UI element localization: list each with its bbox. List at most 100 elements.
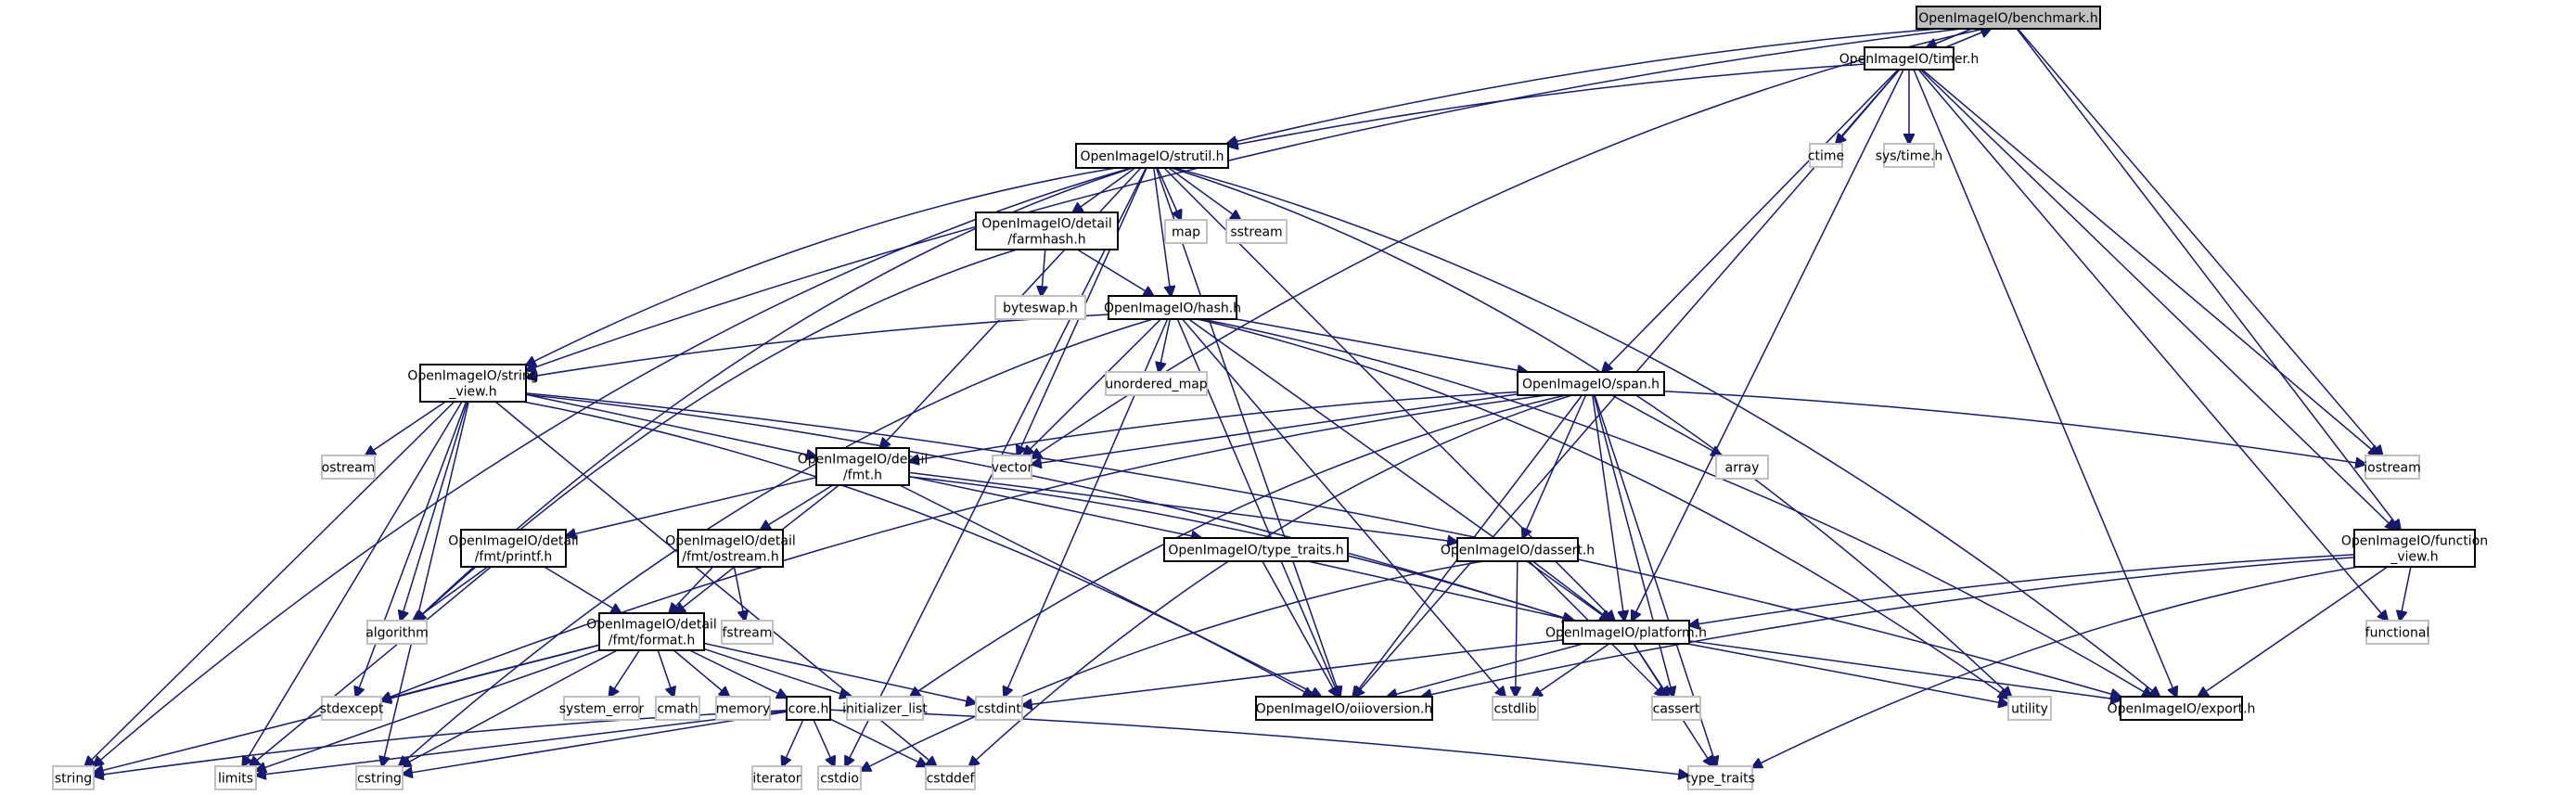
edge-benchmark-to-strutil <box>1227 28 1940 144</box>
node-box <box>846 696 924 721</box>
node-box[interactable] <box>975 212 1119 250</box>
node-box[interactable] <box>1075 143 1229 169</box>
node-label: ostream <box>322 461 376 476</box>
node-benchmark[interactable]: OpenImageIO/benchmark.h <box>1916 6 2101 30</box>
node-map: map <box>1164 219 1208 244</box>
edge-format-to-core <box>689 649 787 698</box>
edge-format-to-cstring <box>401 649 618 766</box>
edge-string_view-to-string <box>85 401 455 766</box>
node-type-traits-h[interactable]: OpenImageIO/type_traits.h <box>1163 537 1349 562</box>
edge-hash-to-platform <box>1188 318 1609 621</box>
edge-strutil-to-string <box>94 167 1132 766</box>
node-cstdio: cstdio <box>817 765 862 790</box>
node-span[interactable]: OpenImageIO/span.h <box>1517 371 1665 396</box>
edge-span-to-dassert <box>1523 394 1587 538</box>
edge-hash-to-oiioversion <box>1176 318 1339 697</box>
edge-timer-to-iostream <box>1921 69 2378 455</box>
node-dassert[interactable]: OpenImageIO/dassert.h <box>1441 537 1595 562</box>
edge-format-to-cstdint <box>703 642 976 703</box>
edge-strutil-to-hash <box>1153 167 1172 296</box>
node-box[interactable] <box>815 447 910 486</box>
node-limits: limits <box>214 765 257 790</box>
node-box <box>751 765 802 790</box>
node-box <box>1164 219 1208 244</box>
edge-hash-to-cstdlib <box>1182 318 1506 697</box>
node-system-error: system_error <box>559 696 644 721</box>
edge-core-to-type_traits <box>829 709 1688 776</box>
node-farmhash[interactable]: OpenImageIO/detail/farmhash.h <box>975 212 1119 250</box>
node-label: core.h <box>788 702 829 717</box>
node-string: string <box>52 765 95 790</box>
node-box[interactable] <box>1864 46 1954 71</box>
edge-string_view-to-limits <box>243 401 463 766</box>
node-printf[interactable]: OpenImageIO/detail/fmt/printf.h <box>448 529 579 568</box>
node-box[interactable] <box>598 612 705 651</box>
node-strutil[interactable]: OpenImageIO/strutil.h <box>1075 143 1229 169</box>
node-box[interactable] <box>1163 537 1349 562</box>
node-box <box>563 696 640 721</box>
node-label: unordered_map <box>1105 378 1207 392</box>
node-fmt-ostream[interactable]: OpenImageIO/detail/fmt/ostream.h <box>665 529 796 568</box>
node-box[interactable] <box>1562 620 1690 645</box>
node-fmt[interactable]: OpenImageIO/detail/fmt.h <box>798 447 928 486</box>
node-array: array <box>1715 455 1769 480</box>
node-label: OpenImageIO/hash.h <box>1104 301 1241 316</box>
node-timer[interactable]: OpenImageIO/timer.h <box>1839 46 1980 71</box>
edge-format-to-initializer_list <box>703 648 850 697</box>
node-box[interactable] <box>1255 696 1433 721</box>
node-label: array <box>1725 461 1760 476</box>
node-string-view[interactable]: OpenImageIO/string_view.h <box>407 364 539 403</box>
node-stdexcept: stdexcept <box>320 696 384 721</box>
edge-strutil-to-algorithm <box>416 167 1134 621</box>
node-box <box>992 455 1032 480</box>
node-label: /fmt/format.h <box>609 634 696 648</box>
node-oiioversion[interactable]: OpenImageIO/oiioversion.h <box>1255 696 1433 721</box>
edge-hash-to-export <box>1201 318 2152 697</box>
node-box[interactable] <box>460 529 567 568</box>
node-label: cstdint <box>977 702 1021 717</box>
node-box <box>1715 455 1769 480</box>
node-label: _view.h <box>448 385 496 400</box>
node-box[interactable] <box>1456 537 1579 562</box>
node-box <box>655 696 700 721</box>
node-functional: functional <box>2365 620 2430 645</box>
edge-format-to-system_error <box>609 649 641 697</box>
node-cstdlib: cstdlib <box>1492 696 1539 721</box>
node-box[interactable] <box>1916 6 2101 30</box>
node-box[interactable] <box>1517 371 1665 396</box>
node-box <box>721 620 774 645</box>
node-box[interactable] <box>786 696 831 721</box>
node-label: OpenImageIO/benchmark.h <box>1918 11 2097 26</box>
edge-benchmark-to-string_view <box>526 28 1962 370</box>
node-byteswap: byteswap.h <box>994 295 1086 320</box>
node-ctime: ctime <box>1808 143 1844 168</box>
node-box <box>1105 371 1208 396</box>
node-box[interactable] <box>2120 696 2243 721</box>
edge-strutil-to-export <box>1174 167 2159 697</box>
node-box <box>925 765 976 790</box>
node-box <box>817 765 862 790</box>
edge-function_view-to-export <box>2198 566 2389 697</box>
node-core[interactable]: core.h <box>786 696 831 721</box>
edge-hash-to-span <box>1236 318 1528 372</box>
node-box[interactable] <box>419 364 527 403</box>
node-platform[interactable]: OpenImageIO/platform.h <box>1545 620 1707 645</box>
node-label: iterator <box>752 772 801 787</box>
node-label: cmath <box>657 702 698 717</box>
node-format[interactable]: OpenImageIO/detail/fmt/format.h <box>586 612 717 651</box>
node-box[interactable] <box>2353 529 2476 568</box>
edge-fmt-to-printf <box>566 476 817 536</box>
node-label: cstddef <box>927 772 976 787</box>
edge-printf-to-format <box>544 566 622 613</box>
node-hash[interactable]: OpenImageIO/hash.h <box>1104 295 1241 320</box>
node-label: limits <box>218 772 253 787</box>
node-box[interactable] <box>677 529 784 568</box>
node-box[interactable] <box>1108 295 1237 320</box>
edge-hash-to-unordered_map <box>1159 318 1172 372</box>
node-function-view[interactable]: OpenImageIO/function_view.h <box>2341 529 2488 568</box>
node-label: functional <box>2365 626 2430 641</box>
node-vector: vector <box>992 455 1032 480</box>
node-label: ctime <box>1808 149 1844 164</box>
node-initializer-list: initializer_list <box>842 696 928 721</box>
node-export[interactable]: OpenImageIO/export.h <box>2108 696 2256 721</box>
